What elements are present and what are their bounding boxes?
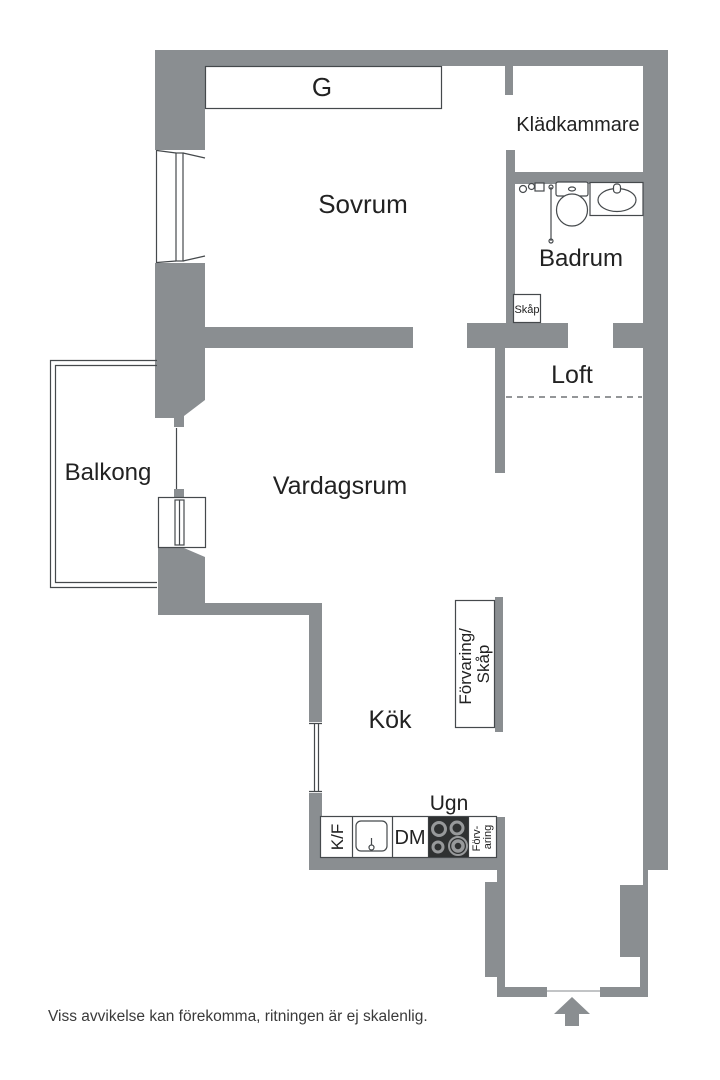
wall-loft-thin	[495, 348, 505, 473]
wall-kitchen-left-lower	[309, 793, 322, 858]
balcony-railing-outer	[49, 359, 157, 589]
stove-burners	[431, 820, 468, 856]
sovrum-window-pane	[175, 152, 184, 262]
label-badrum: Badrum	[539, 245, 623, 272]
toilet-bowl	[555, 193, 589, 227]
kitchen-counter-dividers	[351, 817, 470, 857]
sink-tap	[612, 183, 622, 194]
wardrobe-g-box	[204, 65, 443, 110]
wall-outer-right-and-hall	[600, 66, 668, 997]
kitchen-window-panes	[313, 723, 320, 792]
label-kyl-frys: K/F	[328, 824, 347, 850]
sink-faucet-dot	[368, 844, 375, 851]
label-balkong: Balkong	[65, 459, 152, 486]
skap-box	[512, 293, 542, 324]
wall-badrum-left	[506, 150, 515, 323]
balcony-railing-inner	[54, 364, 157, 584]
wall-badrum-bottom-left	[467, 323, 568, 348]
shower-cord	[548, 184, 554, 244]
forvaring-skap-box	[454, 599, 496, 729]
label-loft: Loft	[551, 361, 593, 389]
sovrum-window-reveal-bottom	[156, 255, 206, 264]
label-vardagsrum: Vardagsrum	[273, 472, 407, 500]
walls	[155, 50, 668, 1026]
wall-balcony-door-notch	[174, 416, 184, 427]
label-forvaring-small: Förv- aring	[471, 823, 494, 852]
toilet-button	[567, 186, 577, 192]
label-sovrum: Sovrum	[318, 189, 408, 219]
entrance-arrow-icon	[554, 997, 590, 1026]
shower-mixer-icon	[518, 182, 545, 194]
label-ugn: Ugn	[430, 792, 469, 815]
sink-basin-icon	[355, 820, 388, 852]
outlines	[49, 65, 644, 859]
labels: G Klädkammare Sovrum Badrum Skåp Loft Ba…	[48, 72, 640, 1025]
wall-forvaring-strip	[495, 597, 503, 732]
wall-hall-left	[485, 817, 547, 997]
label-diskmaskin: DM	[394, 827, 425, 849]
label-skap: Skåp	[514, 304, 539, 316]
label-kok: Kök	[368, 706, 412, 734]
label-garderob: G	[312, 72, 332, 102]
wall-kladkammare-stub	[505, 66, 513, 95]
wall-outer-top	[155, 50, 668, 66]
balcony-door-jamb-block	[174, 489, 184, 499]
wall-left-upper	[155, 66, 205, 150]
wall-left-mid	[155, 263, 205, 418]
wall-badrum-top	[506, 172, 643, 184]
label-forvaring-skap: Förvaring/ Skåp	[456, 623, 493, 704]
wall-badrum-bottom-right	[613, 323, 643, 348]
wall-kitchen-left-upper	[309, 615, 322, 722]
wall-kitchen-bottom	[309, 858, 502, 870]
disclaimer-text: Viss avvikelse kan förekomma, ritningen …	[48, 1008, 428, 1025]
wall-sovrum-bottom	[205, 327, 413, 348]
label-kladkammare: Klädkammare	[516, 114, 639, 136]
kitchen-window-caps	[309, 722, 322, 793]
sovrum-window-reveal-top	[156, 149, 206, 159]
wall-left-lower	[158, 548, 322, 615]
